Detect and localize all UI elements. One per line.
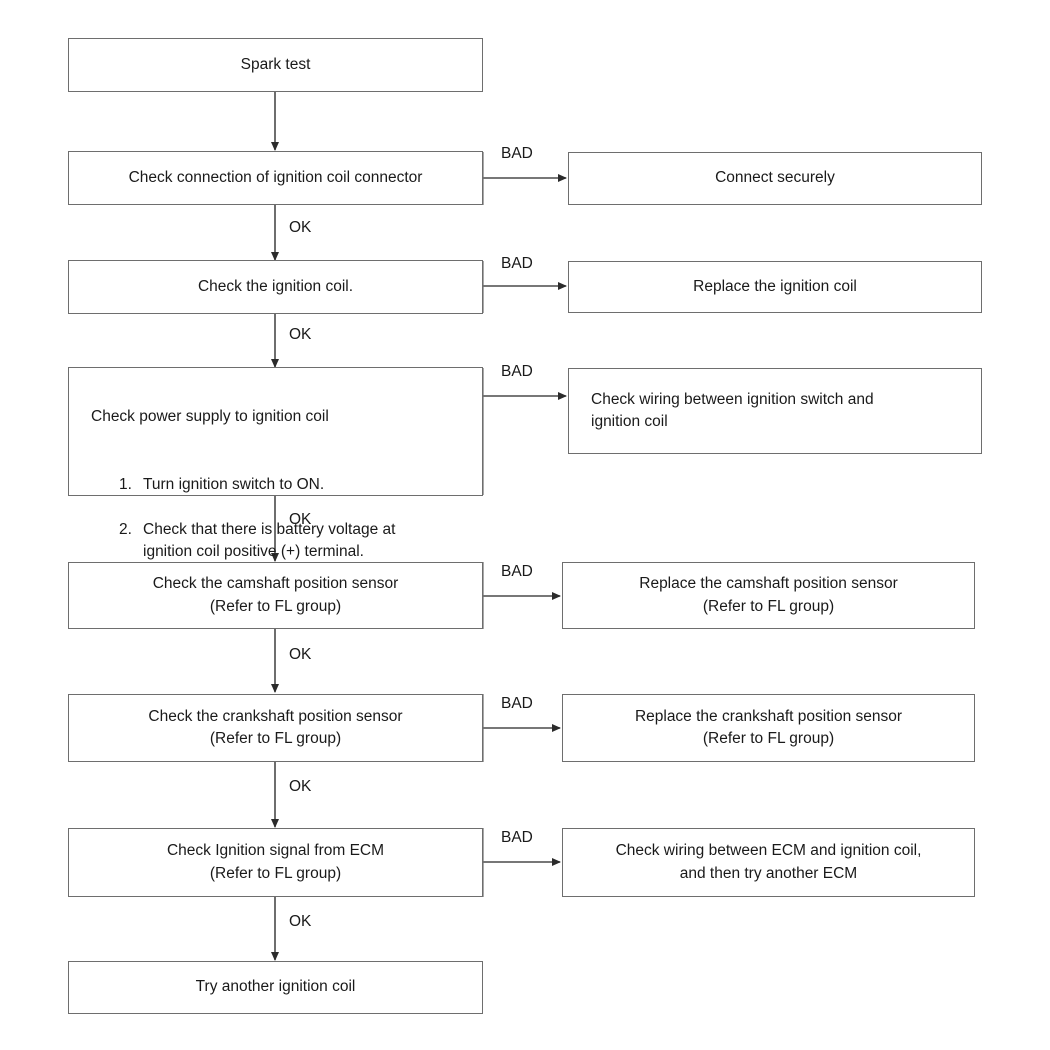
node-check-ignition-coil[interactable]: Check the ignition coil. xyxy=(68,260,483,314)
node-check-ecm-signal-label: Check Ignition signal from ECM (Refer to… xyxy=(166,842,385,882)
node-check-crankshaft-sensor[interactable]: Check the crankshaft position sensor (Re… xyxy=(68,694,483,762)
list-item-text: Turn ignition switch to ON. xyxy=(143,475,325,493)
node-check-power-supply-steps: 1. Turn ignition switch to ON. 2. Check … xyxy=(91,451,395,586)
node-spark-test[interactable]: Spark test xyxy=(68,38,483,92)
node-replace-ignition-coil[interactable]: Replace the ignition coil xyxy=(568,261,982,313)
node-replace-camshaft-sensor[interactable]: Replace the camshaft position sensor (Re… xyxy=(562,562,975,629)
node-check-camshaft-sensor-label: Check the camshaft position sensor (Refe… xyxy=(152,575,399,615)
edge-label-ok-3: OK xyxy=(289,511,312,528)
node-try-another-coil[interactable]: Try another ignition coil xyxy=(68,961,483,1014)
node-connect-securely[interactable]: Connect securely xyxy=(568,152,982,205)
node-check-camshaft-sensor[interactable]: Check the camshaft position sensor (Refe… xyxy=(68,562,483,629)
edge-label-bad-6: BAD xyxy=(501,829,533,846)
node-check-wiring-ecm[interactable]: Check wiring between ECM and ignition co… xyxy=(562,828,975,897)
edge-label-ok-6: OK xyxy=(289,913,312,930)
node-replace-crankshaft-sensor-label: Replace the crankshaft position sensor (… xyxy=(634,707,903,747)
edge-label-bad-4: BAD xyxy=(501,563,533,580)
edge-label-bad-3: BAD xyxy=(501,363,533,380)
list-item-text: Check that there is battery voltage at i… xyxy=(143,520,396,561)
node-check-connector[interactable]: Check connection of ignition coil connec… xyxy=(68,151,483,205)
node-check-wiring-ignition-switch-label: Check wiring between ignition switch and… xyxy=(591,390,874,430)
node-check-connector-label: Check connection of ignition coil connec… xyxy=(128,168,423,186)
node-check-ignition-coil-label: Check the ignition coil. xyxy=(197,277,354,295)
node-connect-securely-label: Connect securely xyxy=(715,169,835,187)
edge-label-bad-2: BAD xyxy=(501,255,533,272)
node-check-ecm-signal[interactable]: Check Ignition signal from ECM (Refer to… xyxy=(68,828,483,897)
node-replace-crankshaft-sensor[interactable]: Replace the crankshaft position sensor (… xyxy=(562,694,975,762)
edge-label-bad-5: BAD xyxy=(501,695,533,712)
edge-label-ok-4: OK xyxy=(289,646,312,663)
node-try-another-coil-label: Try another ignition coil xyxy=(195,978,356,996)
list-item: 1. Turn ignition switch to ON. xyxy=(119,474,395,496)
edge-label-ok-5: OK xyxy=(289,778,312,795)
list-item-number: 2. xyxy=(119,520,132,538)
node-check-power-supply-heading: Check power supply to ignition coil xyxy=(91,408,329,426)
edge-label-ok-2: OK xyxy=(289,326,312,343)
node-check-wiring-ecm-label: Check wiring between ECM and ignition co… xyxy=(615,842,922,882)
node-check-crankshaft-sensor-label: Check the crankshaft position sensor (Re… xyxy=(148,707,403,747)
edge-label-bad-1: BAD xyxy=(501,145,533,162)
list-item: 2. Check that there is battery voltage a… xyxy=(119,519,395,564)
node-replace-ignition-coil-label: Replace the ignition coil xyxy=(693,277,857,295)
edge-label-ok-1: OK xyxy=(289,219,312,236)
node-check-power-supply[interactable]: Check power supply to ignition coil 1. T… xyxy=(68,367,483,560)
node-check-wiring-ignition-switch[interactable]: Check wiring between ignition switch and… xyxy=(568,368,982,454)
node-replace-camshaft-sensor-label: Replace the camshaft position sensor (Re… xyxy=(639,575,898,615)
list-item-number: 1. xyxy=(119,475,132,493)
node-spark-test-label: Spark test xyxy=(240,55,311,73)
